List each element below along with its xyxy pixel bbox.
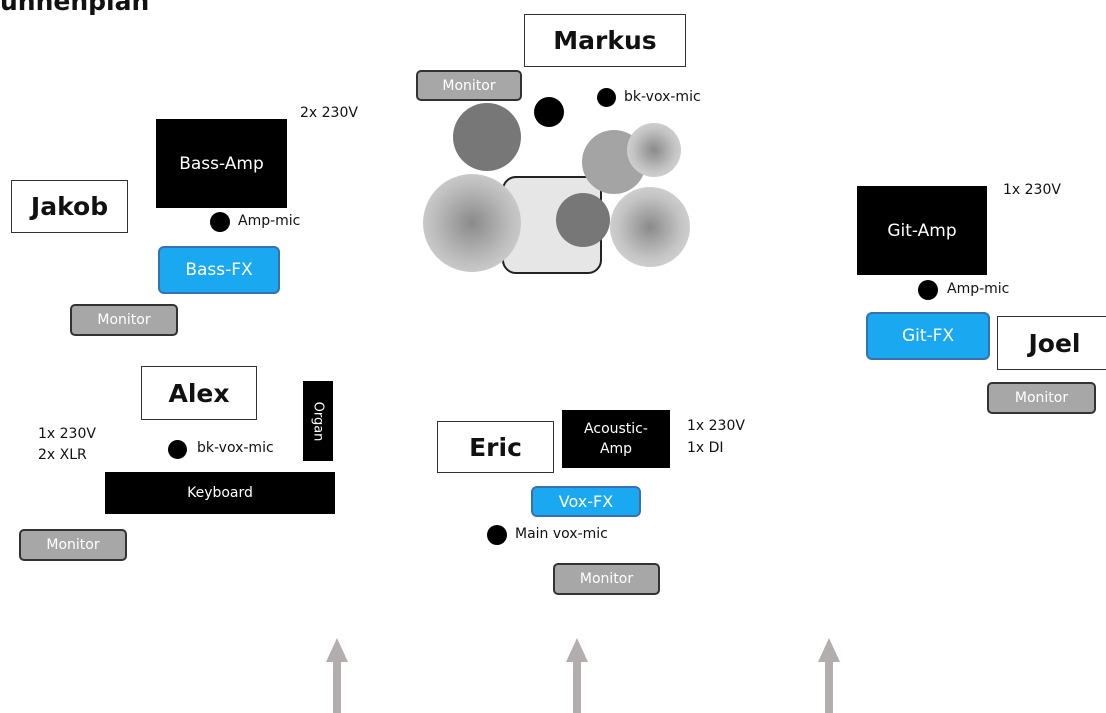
acoustic-amp-label-2: Amp: [599, 441, 633, 457]
arrow-shaft: [333, 660, 341, 713]
arrow-shaft: [573, 660, 581, 713]
git-amp: Git-Amp: [857, 186, 987, 275]
vox-fx: Vox-FX: [531, 486, 641, 517]
cymbal-right-small: [627, 123, 681, 177]
audience-arrow-left: [326, 638, 348, 713]
monitor-markus: Monitor: [416, 70, 522, 101]
musician-alex: Alex: [141, 366, 257, 420]
cymbal-left: [453, 103, 521, 171]
alex-bk-vox-mic-label: bk-vox-mic: [197, 440, 274, 456]
acoustic-amp: Acoustic- Amp: [562, 410, 670, 468]
git-amp-mic-icon: [918, 280, 938, 300]
alex-power-label-1: 1x 230V: [38, 426, 96, 442]
git-amp-mic-label: Amp-mic: [947, 281, 1010, 297]
arrow-up-icon: [326, 638, 348, 662]
musician-jakob: Jakob: [11, 180, 128, 233]
git-power-label: 1x 230V: [1003, 182, 1061, 198]
arrow-shaft: [825, 660, 833, 713]
drum-mic-icon: [534, 97, 564, 127]
musician-joel: Joel: [997, 316, 1106, 370]
floor-tom-left: [423, 174, 521, 272]
bass-amp-mic-label: Amp-mic: [238, 213, 301, 229]
acoustic-power-label-1: 1x 230V: [687, 418, 745, 434]
organ: Organ: [303, 381, 333, 461]
bass-fx: Bass-FX: [158, 246, 280, 294]
main-vox-mic-label: Main vox-mic: [515, 526, 608, 542]
audience-arrow-center: [566, 638, 588, 713]
bass-power-label: 2x 230V: [300, 105, 358, 121]
arrow-up-icon: [566, 638, 588, 662]
acoustic-power-label-2: 1x DI: [687, 440, 724, 456]
bass-amp-mic-icon: [210, 212, 230, 232]
git-fx: Git-FX: [866, 312, 990, 360]
markus-bk-vox-mic-label: bk-vox-mic: [624, 89, 701, 105]
arrow-up-icon: [818, 638, 840, 662]
alex-power-label-2: 2x XLR: [38, 447, 87, 463]
musician-eric: Eric: [437, 421, 554, 473]
alex-bk-vox-mic-icon: [168, 440, 187, 459]
bass-amp: Bass-Amp: [156, 119, 287, 208]
monitor-jakob: Monitor: [70, 304, 178, 336]
organ-label: Organ: [310, 401, 326, 441]
keyboard: Keyboard: [105, 472, 335, 514]
acoustic-amp-label-1: Acoustic-: [584, 421, 648, 437]
musician-markus: Markus: [524, 14, 686, 67]
markus-bk-vox-mic-icon: [597, 88, 616, 107]
monitor-joel: Monitor: [987, 382, 1096, 414]
page-title: ühnenplan: [0, 0, 150, 16]
floor-tom-right: [610, 187, 690, 267]
tom-center: [556, 193, 610, 247]
monitor-eric: Monitor: [553, 563, 660, 595]
monitor-alex: Monitor: [19, 529, 127, 561]
audience-arrow-right: [818, 638, 840, 713]
main-vox-mic-icon: [487, 525, 507, 545]
